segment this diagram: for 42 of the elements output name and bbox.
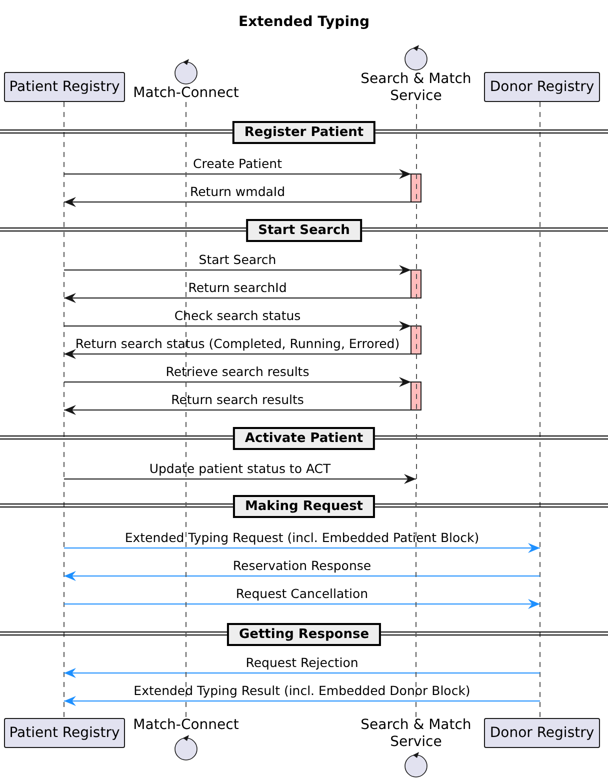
message-arrow [64, 321, 412, 331]
section-divider-label: Getting Response [226, 623, 382, 646]
message-label: Return search results [171, 392, 304, 407]
message-arrow [64, 265, 412, 275]
message-arrow [64, 543, 540, 553]
participant-box: Patient Registry [4, 718, 125, 748]
message-label: Start Search [198, 252, 276, 267]
message-label: Create Patient [192, 156, 282, 171]
message-arrow [64, 377, 412, 387]
participant-label: Match-Connect [133, 717, 239, 734]
message-label: Extended Typing Result (incl. Embedded Donor Block) [134, 683, 470, 698]
message-arrow [64, 197, 412, 207]
message-label: Extended Typing Request (incl. Embedded Patient Block) [124, 530, 480, 545]
diagram-title: Extended Typing [238, 14, 370, 30]
section-divider-label: Activate Patient [232, 427, 376, 450]
participant-label: Search & Match Service [360, 717, 472, 751]
message-label: Return search status (Completed, Running, Errored) [75, 336, 400, 351]
message-label: Check search status [174, 308, 301, 323]
message-arrow [64, 571, 540, 581]
message-arrow [64, 599, 540, 609]
message-arrow [64, 668, 540, 678]
message-label: Retrieve search results [166, 364, 310, 379]
message-label: Request Rejection [246, 655, 358, 670]
participant-label: Match-Connect [133, 85, 239, 102]
message-arrow [64, 696, 540, 706]
message-label: Update patient status to ACT [149, 461, 331, 476]
message-arrow [64, 405, 412, 415]
section-divider-label: Start Search [246, 219, 362, 242]
participant-label: Search & Match Service [360, 71, 472, 105]
section-divider-label: Register Patient [232, 121, 376, 144]
message-arrow [64, 293, 412, 303]
participant-box: Donor Registry [484, 72, 600, 102]
participant-box: Patient Registry [4, 72, 125, 102]
message-label: Request Cancellation [236, 586, 368, 601]
message-arrow [64, 169, 412, 179]
participant-box: Donor Registry [484, 718, 600, 748]
message-arrow [64, 349, 412, 359]
message-arrow [64, 474, 416, 484]
message-label: Return searchId [188, 280, 287, 295]
message-label: Return wmdaId [190, 184, 286, 199]
section-divider-label: Making Request [232, 495, 376, 518]
message-label: Reservation Response [232, 558, 372, 573]
